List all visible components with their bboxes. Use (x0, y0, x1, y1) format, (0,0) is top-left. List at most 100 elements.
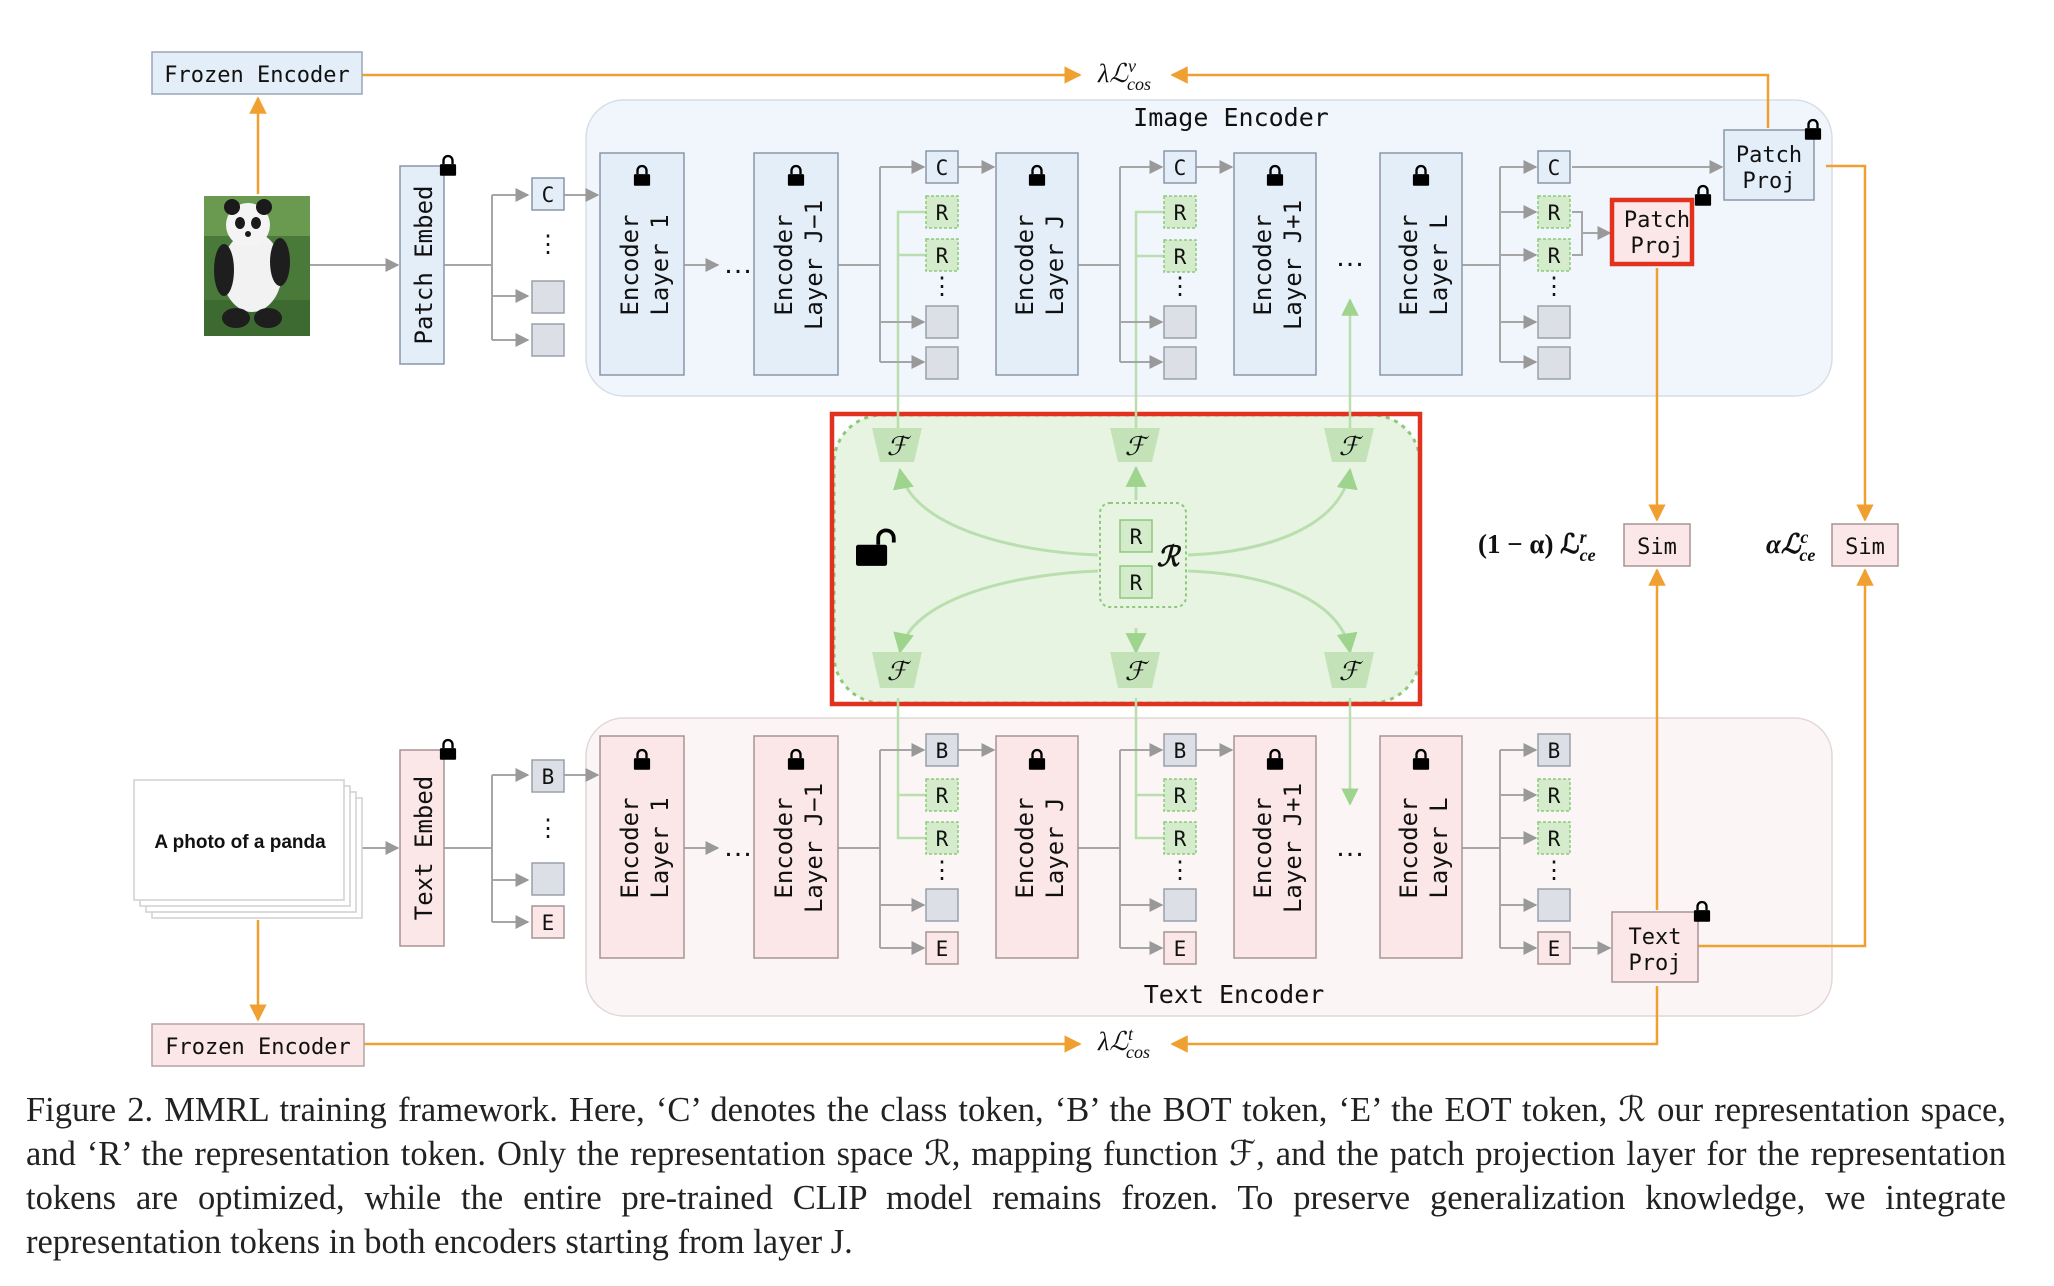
patch-proj-trainable (1609, 197, 1695, 267)
mapping-f-top-3 (1324, 428, 1374, 462)
text-layer-j-minus-1-label-b: Layer J−1 (800, 783, 828, 913)
image-tokens: C ⋮ C R R ⋮ C R R ⋮ C R R ⋮ (531, 150, 1571, 380)
token-r (1537, 195, 1571, 229)
text-layer-l (1379, 735, 1463, 959)
token-r-label: R (1548, 827, 1561, 851)
patch-proj-trainable-label-a: Patch (1624, 208, 1690, 233)
ellipsis-img-1: … (723, 247, 753, 280)
token-r-label: R (936, 827, 949, 851)
text-layer-j-minus-1 (753, 735, 839, 959)
image-encoder-layers: Encoder Layer 1 Encoder Layer J−1 Encode… (599, 152, 1463, 376)
patch-embed-label: Patch Embed (410, 186, 438, 345)
token-r (1537, 778, 1571, 812)
mapping-f-bottom-2 (1110, 652, 1160, 688)
panda-image (204, 196, 310, 336)
text-input-card: A photo of a panda (133, 779, 363, 919)
frozen-encoder-image (151, 51, 363, 95)
rep-token-r (1119, 519, 1153, 553)
ellipsis-txt-2: … (1335, 830, 1365, 863)
text-input-caption: A photo of a panda (154, 832, 326, 853)
representation-space-highlight (829, 411, 1423, 707)
token-ellipsis-v: ⋮ (930, 856, 954, 884)
rep-token-r-label: R (1130, 525, 1143, 549)
image-layer-j-minus-1-label-b: Layer J−1 (800, 200, 828, 330)
token-c (1537, 150, 1571, 184)
mmrl-framework-diagram: … … … … Frozen Encoder Frozen Encoder A … (133, 51, 1899, 1067)
text-proj (1611, 911, 1699, 983)
token-e (531, 905, 565, 939)
token-patch (1537, 346, 1571, 380)
token-ellipsis-v: ⋮ (1168, 856, 1192, 884)
text-layer-j-plus-1 (1233, 735, 1317, 959)
token-r-label: R (1174, 245, 1187, 269)
token-patch (531, 323, 565, 357)
token-e-label: E (1174, 937, 1187, 961)
mapping-f-top-2 (1110, 428, 1160, 462)
image-layer-j-plus-1-label-b: Layer J+1 (1279, 200, 1307, 330)
sim-representation (1623, 523, 1691, 567)
token-r-label: R (1548, 784, 1561, 808)
text-layer-j-label-b: Layer J (1041, 797, 1069, 898)
rep-token-r-label: R (1130, 571, 1143, 595)
text-proj-label-b: Proj (1629, 951, 1682, 976)
image-layer-j-label-a: Encoder (1011, 214, 1039, 315)
token-word (531, 862, 565, 896)
image-layer-1-label-a: Encoder (616, 214, 644, 315)
patch-embed-block (399, 165, 445, 365)
token-r (1163, 239, 1197, 273)
token-r-label: R (936, 201, 949, 225)
token-r (1537, 238, 1571, 272)
token-r (1163, 821, 1197, 855)
text-proj-label-a: Text (1629, 925, 1682, 950)
image-layer-j-minus-1-label-a: Encoder (770, 214, 798, 315)
token-word (925, 888, 959, 922)
token-word (1163, 888, 1197, 922)
text-encoder-layers: Encoder Layer 1 Encoder Layer J−1 Encode… (599, 735, 1463, 959)
frozen-encoder-text-label: Frozen Encoder (165, 1035, 350, 1060)
token-b-label: B (936, 739, 949, 763)
text-embed-block (399, 749, 445, 947)
token-r (1537, 821, 1571, 855)
token-ellipsis-v: ⋮ (536, 230, 560, 258)
text-embed-lock-icon (439, 738, 457, 760)
text-embed-label: Text Embed (410, 776, 438, 921)
token-ellipsis-v: ⋮ (930, 272, 954, 300)
image-layer-j-minus-1 (753, 152, 839, 376)
token-patch (1163, 346, 1197, 380)
token-b (925, 733, 959, 767)
patch-embed-lock-icon (439, 154, 457, 176)
token-c-label: C (542, 183, 555, 207)
image-layer-j-plus-1-label-a: Encoder (1249, 214, 1277, 315)
text-layer-l-label-a: Encoder (1395, 797, 1423, 898)
token-c (925, 150, 959, 184)
rep-space-symbol: ℛ (1157, 542, 1182, 573)
token-b (1537, 733, 1571, 767)
green-connectors (896, 210, 1359, 840)
token-b (531, 759, 565, 793)
token-r-label: R (1548, 244, 1561, 268)
image-layer-j-label-b: Layer J (1041, 214, 1069, 315)
token-word (1537, 888, 1571, 922)
image-layer-j-plus-1 (1233, 152, 1317, 376)
token-r-label: R (936, 244, 949, 268)
text-layer-j-plus-1-label-a: Encoder (1249, 797, 1277, 898)
token-r-label: R (1174, 201, 1187, 225)
image-layer-l (1379, 152, 1463, 376)
token-b-label: B (1174, 739, 1187, 763)
image-encoder-title: Image Encoder (1133, 103, 1329, 132)
token-c-label: C (1548, 156, 1561, 180)
token-e-label: E (936, 937, 949, 961)
image-layer-l-label-a: Encoder (1395, 214, 1423, 315)
token-patch (925, 346, 959, 380)
frozen-encoder-text (151, 1023, 365, 1067)
text-layer-j (995, 735, 1079, 959)
text-layer-j-minus-1-label-a: Encoder (770, 797, 798, 898)
token-patch (925, 305, 959, 339)
token-ellipsis-v: ⋮ (1542, 272, 1566, 300)
image-layer-l-label-b: Layer L (1425, 214, 1453, 315)
image-layer-1 (599, 152, 685, 376)
text-layer-l-label-b: Layer L (1425, 797, 1453, 898)
